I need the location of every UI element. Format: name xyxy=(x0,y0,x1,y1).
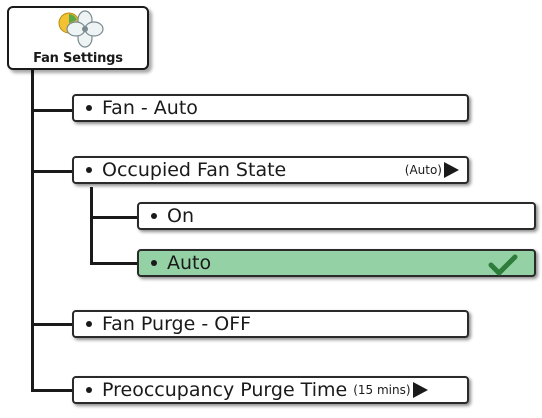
preoccupancy-purge-time-label: Preoccupancy Purge Time xyxy=(102,379,348,401)
tree-branch-line xyxy=(31,389,73,392)
bullet-icon xyxy=(86,167,92,173)
preoccupancy-purge-time-item[interactable]: Preoccupancy Purge Time (15 mins) xyxy=(72,376,469,404)
option-on-label: On xyxy=(167,205,194,227)
tree-trunk-line xyxy=(31,68,34,392)
preoccupancy-purge-time-value: (15 mins) xyxy=(353,383,411,397)
fan-settings-root[interactable]: Fan Settings xyxy=(7,6,149,70)
occupied-fan-state-value: (Auto) xyxy=(404,163,442,177)
bullet-icon xyxy=(151,260,157,266)
fan-purge-label: Fan Purge - OFF xyxy=(102,313,252,335)
occupied-fan-state-item[interactable]: Occupied Fan State (Auto) xyxy=(72,156,469,184)
tree-branch-line xyxy=(31,323,73,326)
fan-settings-label: Fan Settings xyxy=(33,51,123,66)
occupied-fan-state-label: Occupied Fan State xyxy=(102,159,287,181)
option-on-item[interactable]: On xyxy=(137,202,536,230)
bullet-icon xyxy=(86,387,92,393)
right-arrow-icon xyxy=(412,382,428,398)
subtree-branch-line xyxy=(90,216,138,219)
bullet-icon xyxy=(151,213,157,219)
fan-icon xyxy=(58,10,104,48)
option-auto-label: Auto xyxy=(167,252,212,274)
tree-branch-line xyxy=(31,170,73,173)
option-auto-item[interactable]: Auto xyxy=(137,249,536,277)
fan-mode-item[interactable]: Fan - Auto xyxy=(72,94,469,122)
fan-purge-item[interactable]: Fan Purge - OFF xyxy=(72,310,469,338)
tree-branch-line xyxy=(31,109,73,112)
subtree-branch-line xyxy=(90,262,138,265)
subtree-trunk-line xyxy=(90,187,93,264)
check-icon xyxy=(488,254,518,276)
bullet-icon xyxy=(86,105,92,111)
bullet-icon xyxy=(86,321,92,327)
fan-mode-label: Fan - Auto xyxy=(102,97,198,119)
right-arrow-icon xyxy=(444,162,459,178)
